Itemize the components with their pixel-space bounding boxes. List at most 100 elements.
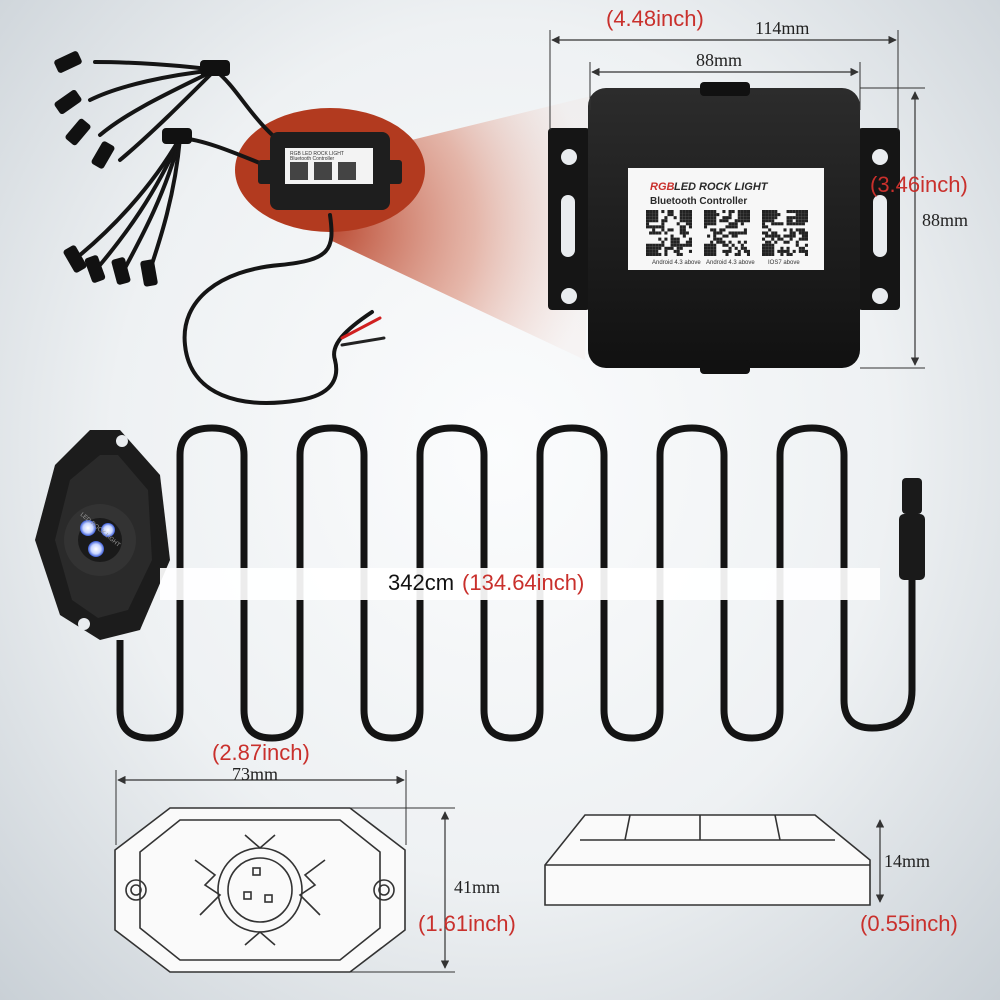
qr-module [713, 216, 717, 220]
qr-module [762, 249, 766, 253]
connector-plugs [54, 51, 230, 287]
qr-module [661, 228, 665, 232]
qr-module [743, 219, 747, 223]
qr-module [771, 246, 775, 250]
qr-module [768, 219, 772, 223]
qr-module [786, 234, 790, 238]
qr-module [804, 219, 808, 223]
qr-module [688, 216, 692, 220]
qr-module [710, 216, 714, 220]
qr-module [798, 216, 802, 220]
qr-module [655, 243, 659, 247]
qr-module [646, 213, 650, 217]
small-label-title: RGB LED ROCK LIGHT [290, 151, 344, 157]
qr-module [734, 219, 738, 223]
qr-module [707, 222, 711, 226]
qr-module [801, 219, 805, 223]
qr-module [710, 210, 714, 214]
wire-harness [78, 60, 339, 405]
qr-module [707, 246, 711, 250]
qr-module [740, 222, 744, 226]
qr-module [743, 213, 747, 217]
qr-module [664, 246, 668, 250]
qr-module [688, 240, 692, 244]
qr-module [801, 216, 805, 220]
qr-module [710, 252, 714, 256]
qr-module [743, 246, 747, 250]
qr-module [789, 222, 793, 226]
qr-module [728, 213, 732, 217]
qr-module [774, 210, 778, 214]
qr-module [771, 216, 775, 220]
qr-module [740, 216, 744, 220]
qr-module [786, 219, 790, 223]
qr-module [774, 222, 778, 226]
qr-module [768, 228, 772, 232]
cable-length-in: (134.64inch) [462, 570, 585, 595]
qr-module [707, 252, 711, 256]
qr-module [780, 237, 784, 241]
qr-module [679, 216, 683, 220]
pod-width-mm: 73mm [232, 764, 279, 784]
qr-module [667, 228, 671, 232]
qr-module [789, 237, 793, 241]
qr-module [762, 243, 766, 247]
qr-module [780, 252, 784, 256]
qr-module [801, 222, 805, 226]
qr-module [704, 225, 708, 229]
qr-module [746, 213, 750, 217]
qr-module [685, 216, 689, 220]
qr-module [649, 231, 653, 235]
qr-module [707, 210, 711, 214]
qr-module [795, 222, 799, 226]
qr-module [768, 234, 772, 238]
qr-module [713, 222, 717, 226]
qr-module [667, 213, 671, 217]
qr-module [783, 228, 787, 232]
qr-module [713, 249, 717, 253]
qr-module [768, 240, 772, 244]
pod-front-drawing [114, 807, 406, 973]
qr-module [801, 249, 805, 253]
qr-module [688, 243, 692, 247]
qr-module [734, 234, 738, 238]
qr-module [743, 210, 747, 214]
qr-module [740, 219, 744, 223]
pod-height-mm: 41mm [454, 877, 501, 897]
qr-module [792, 210, 796, 214]
qr-module [658, 246, 662, 250]
qr-module [682, 213, 686, 217]
extension-cable [116, 424, 916, 742]
qr-module [676, 240, 680, 244]
qr-module [646, 246, 650, 250]
qr-module [795, 240, 799, 244]
qr-module [661, 243, 665, 247]
qr-module [765, 246, 769, 250]
qr-module [728, 216, 732, 220]
qr-module [792, 234, 796, 238]
qr-module [762, 213, 766, 217]
qr-caption-3: IOS7 above [768, 260, 800, 266]
qr-module [704, 210, 708, 214]
qr-module [679, 231, 683, 235]
qr-module [804, 216, 808, 220]
qr-module [713, 219, 717, 223]
qr-module [731, 225, 735, 229]
qr-module [649, 243, 653, 247]
qr-module [804, 237, 808, 241]
qr-module [646, 249, 650, 253]
qr-module [777, 237, 781, 241]
qr-module [713, 252, 717, 256]
qr-module [652, 243, 656, 247]
qr-module [710, 240, 714, 244]
qr-module [685, 240, 689, 244]
qr-module [652, 219, 656, 223]
qr-module [704, 216, 708, 220]
qr-module [649, 210, 653, 214]
qr-module [765, 225, 769, 229]
qr-module [762, 246, 766, 250]
qr-module [798, 222, 802, 226]
qr-module [722, 219, 726, 223]
qr-module [652, 249, 656, 253]
qr-module [707, 216, 711, 220]
